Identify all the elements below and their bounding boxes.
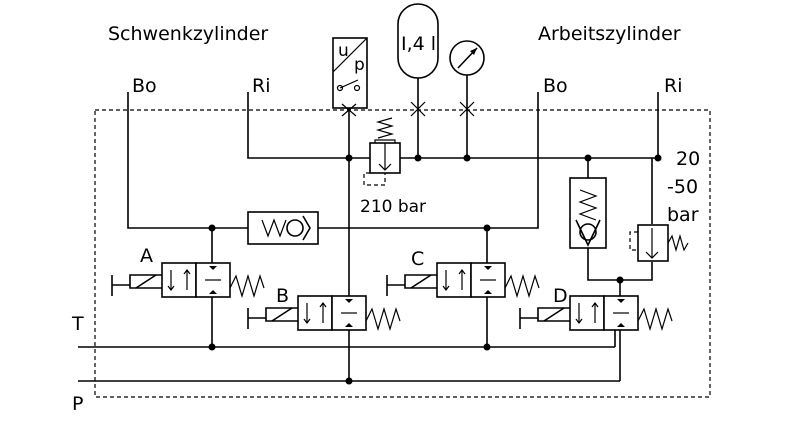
svg-text:B: B: [276, 285, 289, 307]
directional-valve-b: B: [247, 285, 401, 332]
pressure-line-label: P: [72, 393, 83, 415]
svg-text:C: C: [411, 248, 424, 270]
svg-text:bar: bar: [667, 204, 699, 226]
svg-text:-50: -50: [667, 176, 698, 198]
port-label-bo-left: Bo: [132, 75, 157, 97]
accumulator: I,4 l: [397, 3, 439, 158]
group-title-schwenkzylinder: Schwenkzylinder: [108, 23, 268, 45]
port-label-ri-left: Ri: [252, 75, 270, 97]
directional-valve-a: A: [111, 228, 265, 347]
control-block-boundary: [94, 109, 711, 398]
directional-valve-d: D: [519, 280, 673, 381]
line-ri-left: [247, 92, 370, 159]
svg-text:p: p: [354, 55, 365, 75]
directional-valve-c: C: [386, 228, 540, 347]
pressure-gauge-icon: [449, 40, 485, 158]
pilot-check-valve: [247, 211, 319, 245]
group-title-arbeitszylinder: Arbeitszylinder: [538, 23, 681, 45]
tank-line-label: T: [71, 313, 84, 335]
port-label-bo-right: Bo: [543, 75, 568, 97]
svg-text:I,4 l: I,4 l: [401, 33, 436, 55]
relief-valve-210-bar: 210 bar: [360, 117, 426, 217]
svg-text:A: A: [140, 245, 153, 267]
check-valve-right: [569, 177, 607, 249]
port-label-ri-right: Ri: [664, 75, 682, 97]
svg-text:20: 20: [676, 148, 700, 170]
svg-text:D: D: [553, 285, 568, 307]
svg-text:210 bar: 210 bar: [360, 197, 426, 217]
pressure-switch: u p: [332, 37, 368, 117]
line-bo-right: [318, 92, 539, 229]
line-bo-left: [127, 92, 248, 229]
svg-text:u: u: [338, 41, 349, 61]
relief-valve-20-50-bar: 20 -50 bar: [629, 148, 700, 262]
